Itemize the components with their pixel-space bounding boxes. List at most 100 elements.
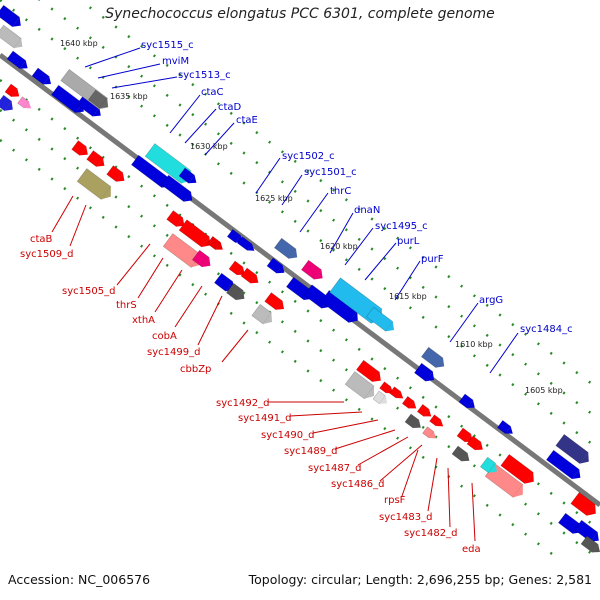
gene-label[interactable]: syc1489_d (284, 446, 337, 457)
gene-block[interactable] (225, 282, 248, 303)
gene-label[interactable]: eda (462, 544, 481, 555)
gene-block[interactable] (76, 95, 104, 120)
gene-label[interactable]: syc1487_d (308, 463, 361, 474)
gene-block[interactable] (266, 257, 287, 277)
gene-block[interactable] (545, 449, 584, 482)
gene-block[interactable] (401, 395, 419, 412)
page-title: Synechococcus elongatus PCC 6301, comple… (105, 6, 495, 22)
gene-block[interactable] (166, 210, 188, 231)
genome-map[interactable]: 1640 kbp 1635 kbp 1630 kbp 1625 kbp 1620… (0, 0, 600, 560)
gene-block[interactable] (0, 94, 16, 114)
gene-block[interactable] (4, 83, 22, 100)
gene-block[interactable] (0, 4, 24, 30)
gene-block[interactable] (570, 491, 600, 519)
tick-label: 1640 kbp (60, 39, 98, 48)
gene-block[interactable] (86, 150, 108, 171)
gene-label[interactable]: syc1505_d (62, 286, 115, 297)
gene-label[interactable]: syc1501_c (304, 167, 357, 178)
accession-text: Accession: NC_006576 (8, 572, 151, 587)
gene-block[interactable] (422, 426, 439, 442)
gene-label[interactable]: syc1484_c (520, 324, 573, 335)
gene-label[interactable]: syc1482_d (404, 528, 457, 539)
gene-block[interactable] (389, 386, 406, 402)
gene-block[interactable] (413, 362, 437, 385)
gene-label[interactable]: syc1492_d (216, 398, 269, 409)
gene-block[interactable] (273, 237, 300, 262)
gene-block[interactable] (178, 167, 199, 187)
forward-gene-labels[interactable]: syc1515_c mviM syc1513_c ctaC ctaD ctaE … (84, 40, 573, 374)
kbp-ticks: 1640 kbp 1635 kbp 1630 kbp 1625 kbp 1620… (60, 39, 563, 395)
gene-block[interactable] (484, 463, 527, 501)
gene-block[interactable] (379, 381, 396, 397)
gene-label[interactable]: purL (397, 236, 420, 247)
gene-block[interactable] (106, 165, 128, 186)
gene-label[interactable]: rpsF (384, 495, 406, 506)
gene-label[interactable]: xthA (132, 315, 155, 326)
tick-label: 1620 kbp (320, 242, 358, 251)
tick-label: 1630 kbp (190, 142, 228, 151)
gene-block[interactable] (0, 24, 26, 51)
genome-backbone (0, 53, 600, 507)
gene-block[interactable] (31, 67, 54, 88)
gene-block[interactable] (365, 306, 397, 335)
gene-block[interactable] (71, 140, 91, 159)
gene-label[interactable]: ctaE (236, 115, 258, 126)
gene-block[interactable] (6, 50, 31, 72)
gene-block[interactable] (555, 433, 593, 467)
gene-label[interactable]: syc1499_d (147, 347, 200, 358)
gene-block[interactable] (355, 359, 384, 385)
gene-block[interactable] (451, 445, 472, 465)
gene-block[interactable] (429, 414, 446, 430)
gene-label[interactable]: thrC (330, 186, 351, 197)
gene-block[interactable] (416, 403, 434, 420)
gene-block[interactable] (206, 235, 225, 253)
gene-label[interactable]: syc1495_c (375, 221, 428, 232)
gene-label[interactable]: syc1502_c (282, 151, 335, 162)
gene-block[interactable] (458, 393, 478, 412)
gene-label[interactable]: syc1483_d (379, 512, 432, 523)
gene-label[interactable]: dnaN (354, 205, 380, 216)
gene-label[interactable]: syc1513_c (178, 70, 231, 81)
gene-label[interactable]: thrS (116, 300, 137, 311)
gene-label[interactable]: syc1509_d (20, 249, 73, 260)
gene-label[interactable]: ctaC (201, 87, 224, 98)
gene-block[interactable] (228, 260, 248, 279)
topology-text: Topology: circular; Length: 2,696,255 bp… (248, 572, 592, 587)
gene-block[interactable] (191, 249, 214, 270)
gene-block[interactable] (404, 413, 424, 432)
gene-label[interactable]: syc1515_c (141, 40, 194, 51)
gene-block[interactable] (420, 346, 447, 371)
gene-label[interactable]: ctaD (218, 102, 242, 113)
gene-block[interactable] (87, 89, 111, 112)
gene-label[interactable]: syc1491_d (238, 413, 291, 424)
gene-label[interactable]: syc1490_d (261, 430, 314, 441)
tick-label: 1605 kbp (525, 386, 563, 395)
gene-block[interactable] (240, 267, 261, 287)
gene-block[interactable] (500, 453, 538, 487)
gene-label[interactable]: cobA (152, 331, 177, 342)
gene-label[interactable]: cbbZp (180, 364, 211, 375)
tick-label: 1610 kbp (455, 340, 493, 349)
gene-label[interactable]: mviM (162, 56, 189, 67)
gene-label[interactable]: ctaB (30, 234, 53, 245)
gene-block[interactable] (344, 371, 379, 403)
gene-block[interactable] (251, 303, 276, 327)
gene-features[interactable] (0, 4, 600, 556)
gene-block[interactable] (264, 292, 288, 314)
gene-block[interactable] (76, 168, 115, 203)
gene-block[interactable] (496, 419, 515, 437)
gene-label[interactable]: purF (421, 254, 444, 265)
gene-block[interactable] (160, 174, 195, 205)
gene-block[interactable] (372, 390, 390, 407)
gene-block[interactable] (573, 519, 600, 545)
gene-block[interactable] (479, 456, 500, 476)
gene-block[interactable] (580, 535, 600, 556)
gene-label[interactable]: argG (479, 295, 503, 306)
reverse-gene-labels[interactable]: ctaB syc1509_d syc1505_d thrS xthA cobA … (20, 195, 481, 555)
tick-label: 1625 kbp (255, 194, 293, 203)
gene-block[interactable] (17, 96, 34, 112)
gene-block[interactable] (466, 435, 486, 454)
gene-label[interactable]: syc1486_d (331, 479, 384, 490)
gene-block[interactable] (178, 219, 214, 251)
gene-block[interactable] (300, 259, 326, 283)
